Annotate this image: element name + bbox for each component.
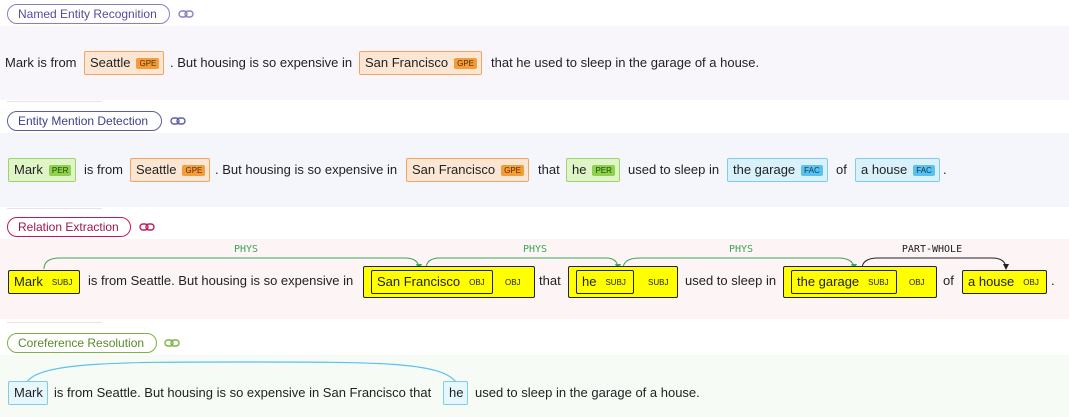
emd-entity-the-garage[interactable]: the garage FAC — [727, 158, 828, 182]
emd-entity-seattle[interactable]: Seattle GPE — [130, 158, 211, 182]
re-entity-he-outer[interactable]: he SUBJ SUBJ — [568, 266, 678, 298]
re-text: . — [1051, 273, 1055, 288]
entity-label: OBJ — [1023, 278, 1039, 287]
relation-label: PART-WHOLE — [902, 244, 962, 255]
relation-arc — [861, 257, 1009, 270]
divider — [7, 322, 102, 323]
emd-title-pill[interactable]: Entity Mention Detection — [7, 111, 162, 131]
entity-label: GPE — [136, 58, 160, 69]
ner-entity-seattle[interactable]: Seattle GPE — [84, 51, 165, 75]
divider — [7, 101, 102, 102]
entity-label: GPE — [454, 58, 477, 69]
re-entity-the-garage[interactable]: the garage SUBJ — [791, 270, 897, 294]
entity-label: PER — [48, 165, 72, 176]
coref-mention-he[interactable]: he — [443, 381, 469, 405]
re-text: of — [943, 273, 954, 288]
re-title-pill[interactable]: Relation Extraction — [7, 217, 131, 237]
entity-text: the garage — [797, 274, 860, 289]
re-entity-a-house[interactable]: a house OBJ — [962, 270, 1047, 294]
entity-text: the garage — [733, 162, 796, 177]
entity-text: San Francisco — [412, 162, 496, 177]
coref-text: is from Seattle. But housing is so expen… — [54, 385, 432, 400]
entity-text: he — [572, 162, 587, 177]
entity-outer-label: OBJ — [505, 278, 521, 287]
entity-label: GPE — [182, 165, 206, 176]
emd-text: . But housing is so expensive in — [215, 162, 398, 177]
entity-label: SUBJ — [51, 278, 73, 287]
coref-content-band — [0, 355, 1069, 417]
relation-arc — [622, 257, 857, 270]
entity-text: a house — [968, 274, 1015, 289]
ner-text: . But housing is so expensive in — [170, 55, 353, 70]
re-entity-he[interactable]: he SUBJ — [576, 270, 634, 294]
relation-arcs: PHYS PHYS PHYS PART-WHOLE — [43, 244, 1009, 270]
entity-label: FAC — [801, 165, 823, 176]
mention-text: Mark — [14, 385, 43, 400]
link-icon[interactable] — [139, 221, 155, 233]
re-entity-san-francisco-outer[interactable]: San Francisco OBJ OBJ — [363, 266, 535, 298]
ner-entity-san-francisco[interactable]: San Francisco GPE — [359, 51, 482, 75]
entity-label: FAC — [913, 165, 935, 176]
link-icon[interactable] — [178, 8, 194, 20]
entity-label: SUBJ — [868, 278, 889, 287]
ner-text: Mark is from — [5, 55, 77, 70]
coreference-arc — [26, 361, 457, 383]
relation-label: PHYS — [729, 244, 753, 255]
entity-label: PER — [592, 165, 615, 176]
mention-text: he — [449, 385, 464, 400]
re-text: that — [539, 273, 561, 288]
ner-content-band — [0, 26, 1069, 100]
emd-text: that — [538, 162, 560, 177]
emd-entity-mark[interactable]: Mark PER — [8, 158, 77, 182]
relation-label: PHYS — [234, 244, 258, 255]
emd-text: is from — [84, 162, 123, 177]
entity-outer-label: SUBJ — [648, 278, 669, 287]
entity-label: SUBJ — [605, 278, 626, 287]
emd-text: . — [943, 162, 947, 177]
entity-label: OBJ — [469, 278, 485, 287]
emd-entity-san-francisco[interactable]: San Francisco GPE — [406, 158, 529, 182]
entity-outer-label: OBJ — [909, 278, 925, 287]
entity-text: San Francisco — [365, 55, 449, 70]
entity-text: Seattle — [136, 162, 177, 177]
re-entity-the-garage-outer[interactable]: the garage SUBJ OBJ — [783, 266, 937, 298]
link-icon[interactable] — [164, 337, 180, 349]
coref-text: used to sleep in the garage of a house. — [475, 385, 700, 400]
re-entity-mark[interactable]: Mark SUBJ — [8, 270, 81, 294]
re-text: is from Seattle. But housing is so expen… — [88, 273, 354, 288]
emd-text: used to sleep in — [628, 162, 720, 177]
link-icon[interactable] — [170, 115, 186, 127]
emd-text: of — [836, 162, 847, 177]
entity-text: a house — [861, 162, 908, 177]
coref-title-pill[interactable]: Coreference Resolution — [7, 333, 157, 353]
emd-entity-he[interactable]: he PER — [566, 158, 620, 182]
relation-arc — [43, 257, 422, 270]
divider — [7, 208, 102, 209]
entity-text: Seattle — [90, 55, 131, 70]
entity-text: San Francisco — [377, 274, 461, 289]
re-text: used to sleep in — [685, 273, 777, 288]
relation-arc — [425, 257, 621, 270]
entity-text: Mark — [14, 274, 43, 289]
entity-label: GPE — [501, 165, 524, 176]
ner-text: that he used to sleep in the garage of a… — [491, 55, 760, 70]
entity-text: Mark — [14, 162, 43, 177]
coref-mention-mark[interactable]: Mark — [8, 381, 48, 405]
emd-entity-a-house[interactable]: a house FAC — [855, 158, 940, 182]
re-entity-san-francisco[interactable]: San Francisco OBJ — [371, 270, 493, 294]
relation-label: PHYS — [523, 244, 547, 255]
ner-title-pill[interactable]: Named Entity Recognition — [7, 4, 170, 24]
entity-text: he — [582, 274, 597, 289]
